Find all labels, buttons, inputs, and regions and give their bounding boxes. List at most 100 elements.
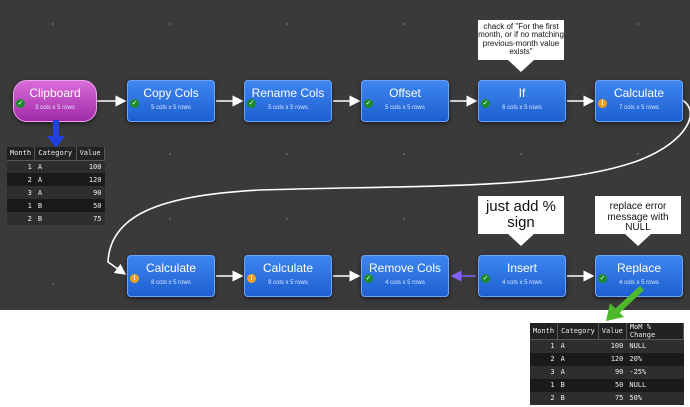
table-cell: A xyxy=(34,186,77,199)
node-title: Clipboard xyxy=(29,86,81,100)
table-cell: A xyxy=(557,365,599,379)
table-cell: 2 xyxy=(550,355,555,363)
grid-dot xyxy=(403,23,405,25)
status-warning-icon: ! xyxy=(247,274,256,283)
node-size: 5 cols x 5 rows xyxy=(151,105,191,111)
node-title: Copy Cols xyxy=(143,86,199,100)
table-cell: 75 xyxy=(598,391,627,405)
table-cell: A xyxy=(37,175,43,184)
note-if: chack of "For the first month, or if no … xyxy=(478,20,564,60)
table-cell: NULL xyxy=(626,339,684,353)
table-cell: 50 xyxy=(93,201,102,210)
table-cell: 120 xyxy=(610,355,624,363)
node-size: 5 cols x 5 rows xyxy=(385,105,425,111)
node-size: 9 cols x 5 rows xyxy=(268,280,308,286)
status-ok-icon: ✓ xyxy=(481,99,490,108)
grid-dot xyxy=(403,153,405,155)
node-size: 4 cols x 5 rows xyxy=(385,280,425,286)
grid-dot xyxy=(169,23,171,25)
col-header: Category xyxy=(34,147,77,161)
node-calculate-3[interactable]: ! Calculate 9 cols x 5 rows xyxy=(244,255,332,297)
status-ok-icon: ✓ xyxy=(16,99,25,108)
table-cell: 20% xyxy=(629,355,643,363)
col-header: Value xyxy=(598,323,627,340)
table-cell: 90 xyxy=(598,365,627,379)
col-header: Value xyxy=(76,147,106,161)
node-offset[interactable]: ✓ Offset 5 cols x 5 rows xyxy=(361,80,449,122)
grid-dot xyxy=(637,153,639,155)
node-title: Calculate xyxy=(613,86,665,100)
table-cell: 2 xyxy=(530,391,558,405)
status-warning-icon: ! xyxy=(598,99,607,108)
table-cell: 100 xyxy=(598,339,627,353)
node-insert[interactable]: ✓ Insert 4 cols x 5 rows xyxy=(478,255,566,297)
grid-dot xyxy=(52,23,54,25)
node-if[interactable]: ✓ If 6 cols x 5 rows xyxy=(478,80,566,122)
grid-dot xyxy=(286,23,288,25)
table-cell: 2 xyxy=(7,212,35,225)
status-warning-icon: ! xyxy=(130,274,139,283)
table-cell: 3 xyxy=(530,365,558,379)
table-cell: B xyxy=(560,381,565,389)
table-cell: 90 xyxy=(76,186,105,199)
col-header: Category xyxy=(557,323,599,340)
node-calculate-1[interactable]: ! Calculate 7 cols x 5 rows xyxy=(595,80,683,122)
grid-dot xyxy=(286,153,288,155)
table-cell: 2 xyxy=(27,175,32,184)
table-cell: -25% xyxy=(626,365,684,379)
status-ok-icon: ✓ xyxy=(130,99,139,108)
grid-dot xyxy=(52,283,54,285)
node-title: Offset xyxy=(389,86,421,100)
node-size: 3 cols x 5 rows xyxy=(35,105,75,111)
node-title: Calculate xyxy=(145,261,197,275)
grid-dot xyxy=(520,153,522,155)
note-replace: replace error message with NULL xyxy=(595,196,681,234)
workflow-canvas[interactable]: ✓ Clipboard 3 cols x 5 rows ✓ Copy Cols … xyxy=(0,0,690,310)
node-title: Replace xyxy=(616,261,662,275)
table-cell: A xyxy=(557,339,599,353)
table-cell: B xyxy=(37,201,43,210)
node-title: Rename Cols xyxy=(251,86,325,100)
grid-dot xyxy=(169,218,171,220)
grid-dot xyxy=(637,23,639,25)
node-copy-cols[interactable]: ✓ Copy Cols 5 cols x 5 rows xyxy=(127,80,215,122)
connections-layer xyxy=(97,95,690,282)
note-insert: just add % sign xyxy=(478,196,564,234)
node-size: 7 cols x 5 rows xyxy=(619,105,659,111)
node-size: 6 cols x 5 rows xyxy=(502,105,542,111)
node-calculate-2[interactable]: ! Calculate 8 cols x 5 rows xyxy=(127,255,215,297)
node-title: Remove Cols xyxy=(368,261,442,275)
status-ok-icon: ✓ xyxy=(364,99,373,108)
node-remove-cols[interactable]: ✓ Remove Cols 4 cols x 5 rows xyxy=(361,255,449,297)
status-ok-icon: ✓ xyxy=(364,274,373,283)
node-size: 5 cols x 5 rows xyxy=(268,105,308,111)
node-clipboard[interactable]: ✓ Clipboard 3 cols x 5 rows xyxy=(13,80,97,122)
node-size: 4 cols x 5 rows xyxy=(619,280,659,286)
table-cell: 1 xyxy=(530,339,558,353)
table-cell: 1 xyxy=(27,201,32,210)
status-ok-icon: ✓ xyxy=(481,274,490,283)
node-size: 4 cols x 5 rows xyxy=(502,280,542,286)
node-title: Calculate xyxy=(262,261,314,275)
col-header: MoM % Change xyxy=(626,323,685,340)
wire-wrap-around xyxy=(107,99,690,275)
node-rename-cols[interactable]: ✓ Rename Cols 5 cols x 5 rows xyxy=(244,80,332,122)
table-cell: 100 xyxy=(76,160,105,173)
table-cell: A xyxy=(560,355,565,363)
node-size: 8 cols x 5 rows xyxy=(151,280,191,286)
table-cell: 120 xyxy=(88,175,102,184)
table-cell: 1 xyxy=(550,381,555,389)
col-header: Month xyxy=(530,323,559,340)
grid-dot xyxy=(169,153,171,155)
grid-dot xyxy=(403,218,405,220)
